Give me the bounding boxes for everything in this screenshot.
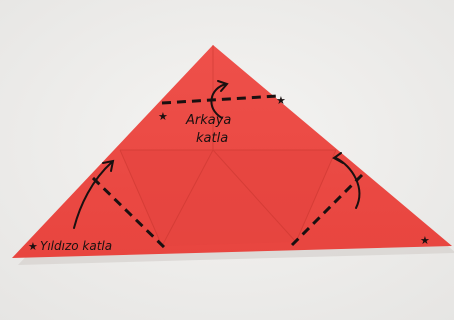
annotation-star-fold: Yıldızo katla: [40, 239, 112, 253]
annotation-back-fold-line2: katla: [196, 131, 228, 146]
star-mark-right: ★: [420, 234, 430, 247]
star-mark-left: ★: [28, 240, 38, 253]
star-mark-top-left: ★: [158, 110, 168, 123]
annotation-back-fold-line1: Arkaya: [185, 113, 231, 128]
star-mark-top-right: ★: [276, 94, 286, 107]
